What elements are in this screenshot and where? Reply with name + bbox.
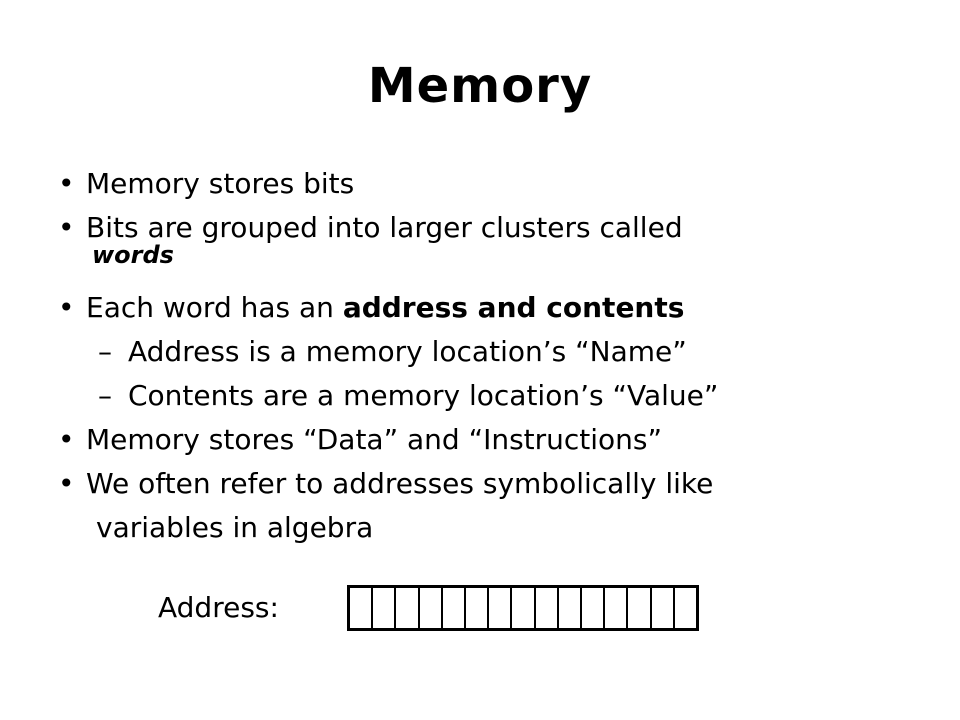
address-bit-cell [605, 588, 629, 628]
address-label: Address: [158, 591, 279, 624]
bullet-item: • Memory stores bits [58, 167, 355, 200]
bullet-text: Each word has an [86, 291, 343, 324]
address-bit-cell [512, 588, 536, 628]
bullet-icon: • [58, 467, 75, 500]
slide-title: Memory [367, 58, 593, 114]
address-bit-cell [582, 588, 606, 628]
address-bit-cell [628, 588, 652, 628]
sub-bullet-text: Address is a memory location’s “Name” [128, 335, 687, 368]
address-bit-cell [373, 588, 397, 628]
bullet-text: Memory stores bits [86, 167, 355, 200]
bullet-item: • Bits are grouped into larger clusters c… [58, 211, 683, 244]
bullet-text: Memory stores “Data” and “Instructions” [86, 423, 663, 456]
dash-icon: – [98, 335, 112, 368]
dash-icon: – [98, 379, 112, 412]
address-bit-cell [675, 588, 696, 628]
bullet-icon: • [58, 291, 75, 324]
address-bit-cell [420, 588, 443, 628]
emphasized-text: address and contents [342, 291, 685, 324]
address-bit-cell [396, 588, 420, 628]
sub-bullet-item: –Contents are a memory location’s “Value… [98, 379, 719, 412]
bullet-icon: • [58, 167, 75, 200]
bullet-item: • We often refer to addresses symbolicall… [58, 467, 714, 500]
bullet-text: variables in algebra [96, 511, 374, 544]
address-register-box [347, 585, 699, 631]
bullet-text: Bits are grouped into larger clusters ca… [86, 211, 683, 244]
bullet-item: • Each word has an address and contents [58, 291, 685, 324]
sub-bullet-text: Contents are a memory location’s “Value” [128, 379, 719, 412]
bullet-continuation: variables in algebra [96, 511, 374, 544]
bullet-text: We often refer to addresses symbolically… [86, 467, 714, 500]
address-bit-cell [466, 588, 490, 628]
address-bit-cell [443, 588, 467, 628]
sub-bullet-item: –Address is a memory location’s “Name” [98, 335, 687, 368]
bullet-icon: • [58, 211, 75, 244]
emphasized-term: words [92, 241, 174, 269]
bullet-icon: • [58, 423, 75, 456]
address-bit-cell [559, 588, 583, 628]
address-bit-cell [350, 588, 374, 628]
address-bit-cell [536, 588, 559, 628]
bullet-item: • Memory stores “Data” and “Instructions” [58, 423, 663, 456]
address-bit-cell [652, 588, 675, 628]
address-bit-cell [489, 588, 513, 628]
bullet-continuation: words [92, 241, 174, 270]
